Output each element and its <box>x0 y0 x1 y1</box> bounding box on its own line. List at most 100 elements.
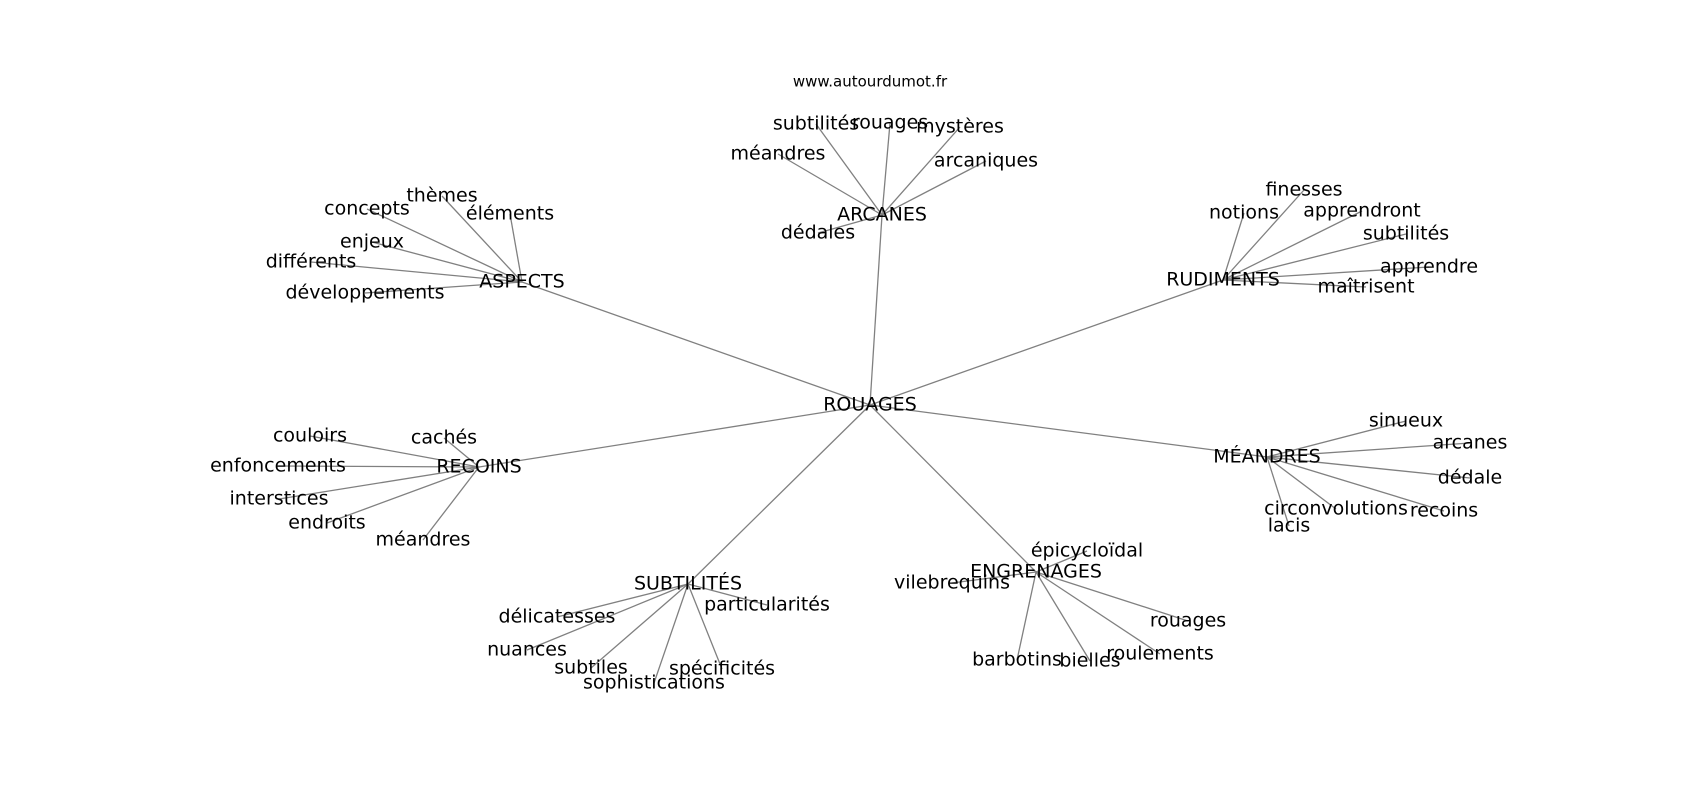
edge-hub-to-word <box>277 465 480 468</box>
word-node[interactable]: dédales <box>781 222 855 244</box>
edge-root-to-hub <box>687 404 871 585</box>
hub-node[interactable]: RUDIMENTS <box>1166 269 1280 291</box>
edge-hub-to-word <box>590 583 689 669</box>
word-node[interactable]: différents <box>266 251 357 273</box>
edge-hub-to-word <box>687 583 768 606</box>
edge-root-to-hub <box>869 404 1268 458</box>
word-node[interactable]: sophistications <box>583 672 725 694</box>
edge-hub-to-word <box>364 281 523 294</box>
word-node[interactable]: rouages <box>852 112 928 134</box>
edge-hub-to-word <box>443 437 480 468</box>
edge-hub-to-word <box>881 126 961 216</box>
word-node[interactable]: spécificités <box>669 658 775 680</box>
word-node[interactable]: vilebrequins <box>894 572 1010 594</box>
hub-node[interactable]: MÉANDRES <box>1213 445 1321 468</box>
edge-hub-to-word <box>777 153 883 216</box>
edge-hub-to-word <box>653 583 689 684</box>
edge-hub-to-word <box>422 466 480 541</box>
word-node[interactable]: roulements <box>1106 643 1214 665</box>
hub-node[interactable]: ASPECTS <box>479 271 564 293</box>
edge-hub-to-word <box>1035 571 1189 622</box>
word-node[interactable]: épicycloïdal <box>1031 540 1143 562</box>
word-node[interactable]: circonvolutions <box>1264 498 1408 520</box>
word-node[interactable]: enjeux <box>340 231 404 253</box>
word-node[interactable]: rouages <box>1150 610 1226 632</box>
word-node[interactable]: arcanes <box>1433 432 1508 454</box>
root-node[interactable]: ROUAGES <box>823 394 917 416</box>
edge-hub-to-word <box>1222 212 1245 281</box>
word-node[interactable]: apprendront <box>1303 200 1420 222</box>
edge-hub-to-word <box>1035 571 1091 662</box>
edge-root-to-hub <box>869 214 883 406</box>
word-node[interactable]: subtiles <box>554 657 628 679</box>
word-node[interactable]: concepts <box>324 198 410 220</box>
word-node[interactable]: particularités <box>704 594 830 616</box>
word-node[interactable]: endroits <box>288 512 365 534</box>
edge-hub-to-word <box>881 160 987 216</box>
edge-hub-to-word <box>366 208 523 283</box>
edge-hub-to-word <box>817 214 883 234</box>
edge-hub-to-word <box>1016 571 1037 661</box>
word-node[interactable]: sinueux <box>1369 410 1443 432</box>
edge-hub-to-word <box>278 466 480 500</box>
edge-hub-to-word <box>687 583 723 670</box>
edge-hub-to-word <box>556 583 689 618</box>
word-node[interactable]: subtilités <box>773 113 859 135</box>
edge-root-to-hub <box>869 404 1037 573</box>
word-node[interactable]: couloirs <box>273 425 347 447</box>
hub-node[interactable]: SUBTILITÉS <box>634 572 742 595</box>
word-node[interactable]: bielles <box>1059 650 1120 672</box>
edge-hub-to-word <box>1035 571 1161 655</box>
edge-root-to-hub <box>521 281 871 406</box>
edge-hub-to-word <box>881 122 891 216</box>
edge-hub-to-word <box>309 435 480 468</box>
word-node[interactable]: interstices <box>230 488 329 510</box>
edge-hub-to-word <box>526 583 689 651</box>
edge-hub-to-word <box>326 466 480 524</box>
hub-node[interactable]: RECOINS <box>436 456 521 478</box>
word-node[interactable]: arcaniques <box>934 150 1038 172</box>
word-node[interactable]: lacis <box>1268 515 1311 537</box>
edge-hub-to-word <box>1266 442 1471 458</box>
edge-hub-to-word <box>1035 550 1088 573</box>
edge-hub-to-word <box>371 241 523 283</box>
edge-hub-to-word <box>815 123 883 216</box>
edge-hub-to-word <box>310 261 523 283</box>
edge-hub-to-word <box>1222 279 1367 288</box>
hub-node[interactable]: ARCANES <box>837 204 927 226</box>
edge-hub-to-word <box>441 195 523 283</box>
edge-root-to-hub <box>478 404 871 468</box>
edge-hub-to-word <box>1222 210 1363 281</box>
word-node[interactable]: éléments <box>466 203 554 225</box>
edge-hub-to-word <box>1266 456 1337 510</box>
edge-hub-to-word <box>951 571 1037 584</box>
word-node[interactable]: délicatesses <box>499 606 616 628</box>
word-node[interactable]: cachés <box>411 427 477 449</box>
source-url[interactable]: www.autourdumot.fr <box>793 73 948 91</box>
edges-layer <box>277 122 1471 684</box>
word-node[interactable]: thèmes <box>406 185 477 207</box>
edge-hub-to-word <box>1266 420 1407 458</box>
word-node[interactable]: barbotins <box>972 649 1062 671</box>
word-node[interactable]: enfoncements <box>210 455 346 477</box>
edge-hub-to-word <box>1266 456 1471 479</box>
edge-hub-to-word <box>1266 456 1290 527</box>
edge-hub-to-word <box>1222 266 1430 281</box>
word-node[interactable]: dédale <box>1438 467 1502 489</box>
word-node[interactable]: subtilités <box>1363 223 1449 245</box>
word-node[interactable]: notions <box>1209 202 1279 224</box>
word-node[interactable]: recoins <box>1410 500 1478 522</box>
word-node[interactable]: mystères <box>916 116 1004 138</box>
word-node[interactable]: méandres <box>376 529 471 551</box>
word-node[interactable]: méandres <box>731 143 826 165</box>
edge-hub-to-word <box>1222 233 1407 281</box>
word-node[interactable]: finesses <box>1265 179 1342 201</box>
word-node[interactable]: maîtrisent <box>1317 276 1414 298</box>
word-node[interactable]: nuances <box>487 639 567 661</box>
hub-node[interactable]: ENGRENAGES <box>970 561 1102 583</box>
edge-hub-to-word <box>1266 456 1445 512</box>
word-node[interactable]: développements <box>286 282 445 304</box>
word-node[interactable]: apprendre <box>1380 256 1478 278</box>
